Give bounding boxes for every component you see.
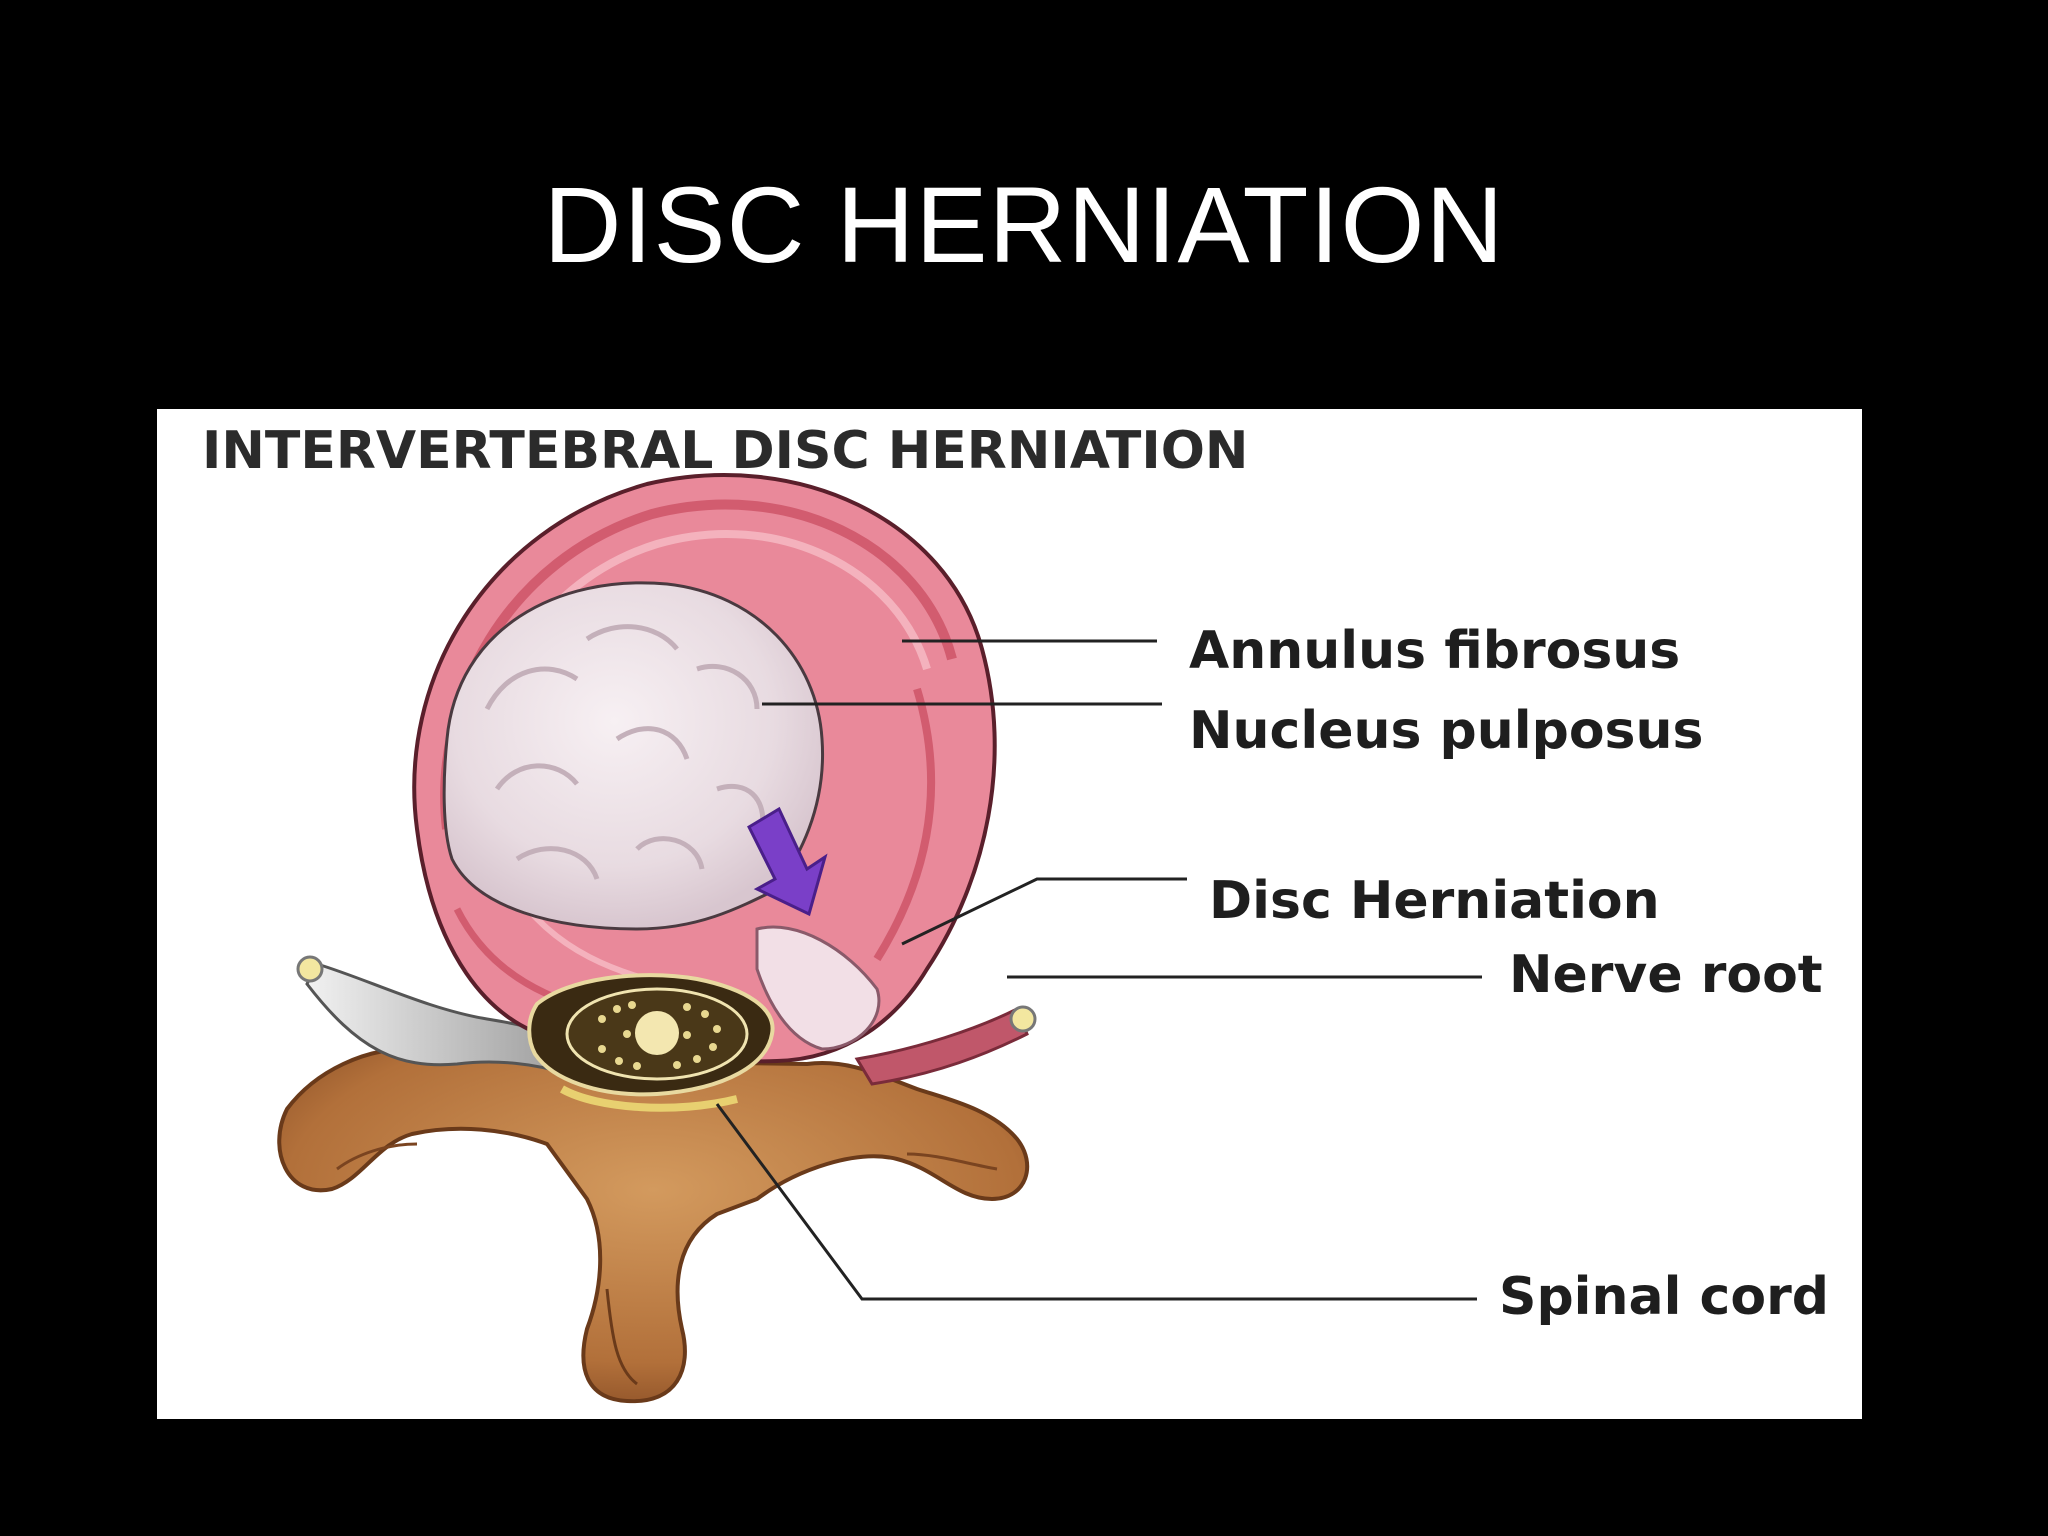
leader-spinal-cord: [715, 1103, 1477, 1301]
nerve-roots: [296, 955, 1037, 1086]
herniated-material: [755, 925, 881, 1051]
leader-lines: [715, 639, 1482, 1301]
label-spinal-cord: Spinal cord: [1499, 1267, 1829, 1327]
label-nucleus-pulposus: Nucleus pulposus: [1189, 701, 1704, 761]
down-right-arrow-icon: [747, 806, 828, 917]
anatomy-illustration: [277, 473, 1482, 1404]
nucleus-pulposus: [442, 581, 825, 931]
disc-herniation-diagram: INTERVERTEBRAL DISC HERNIATION Annulus f…: [157, 409, 1862, 1419]
vertebra-bone: [277, 1046, 1030, 1404]
label-annulus-fibrosus: Annulus fibrosus: [1189, 621, 1681, 681]
label-disc-herniation: Disc Herniation: [1209, 871, 1660, 931]
spinal-cord: [527, 973, 775, 1112]
figure-heading: INTERVERTEBRAL DISC HERNIATION: [202, 421, 1249, 481]
slide-title: DISC HERNIATION: [543, 164, 1505, 285]
leader-herniation: [901, 877, 1187, 946]
label-nerve-root: Nerve root: [1509, 945, 1823, 1005]
